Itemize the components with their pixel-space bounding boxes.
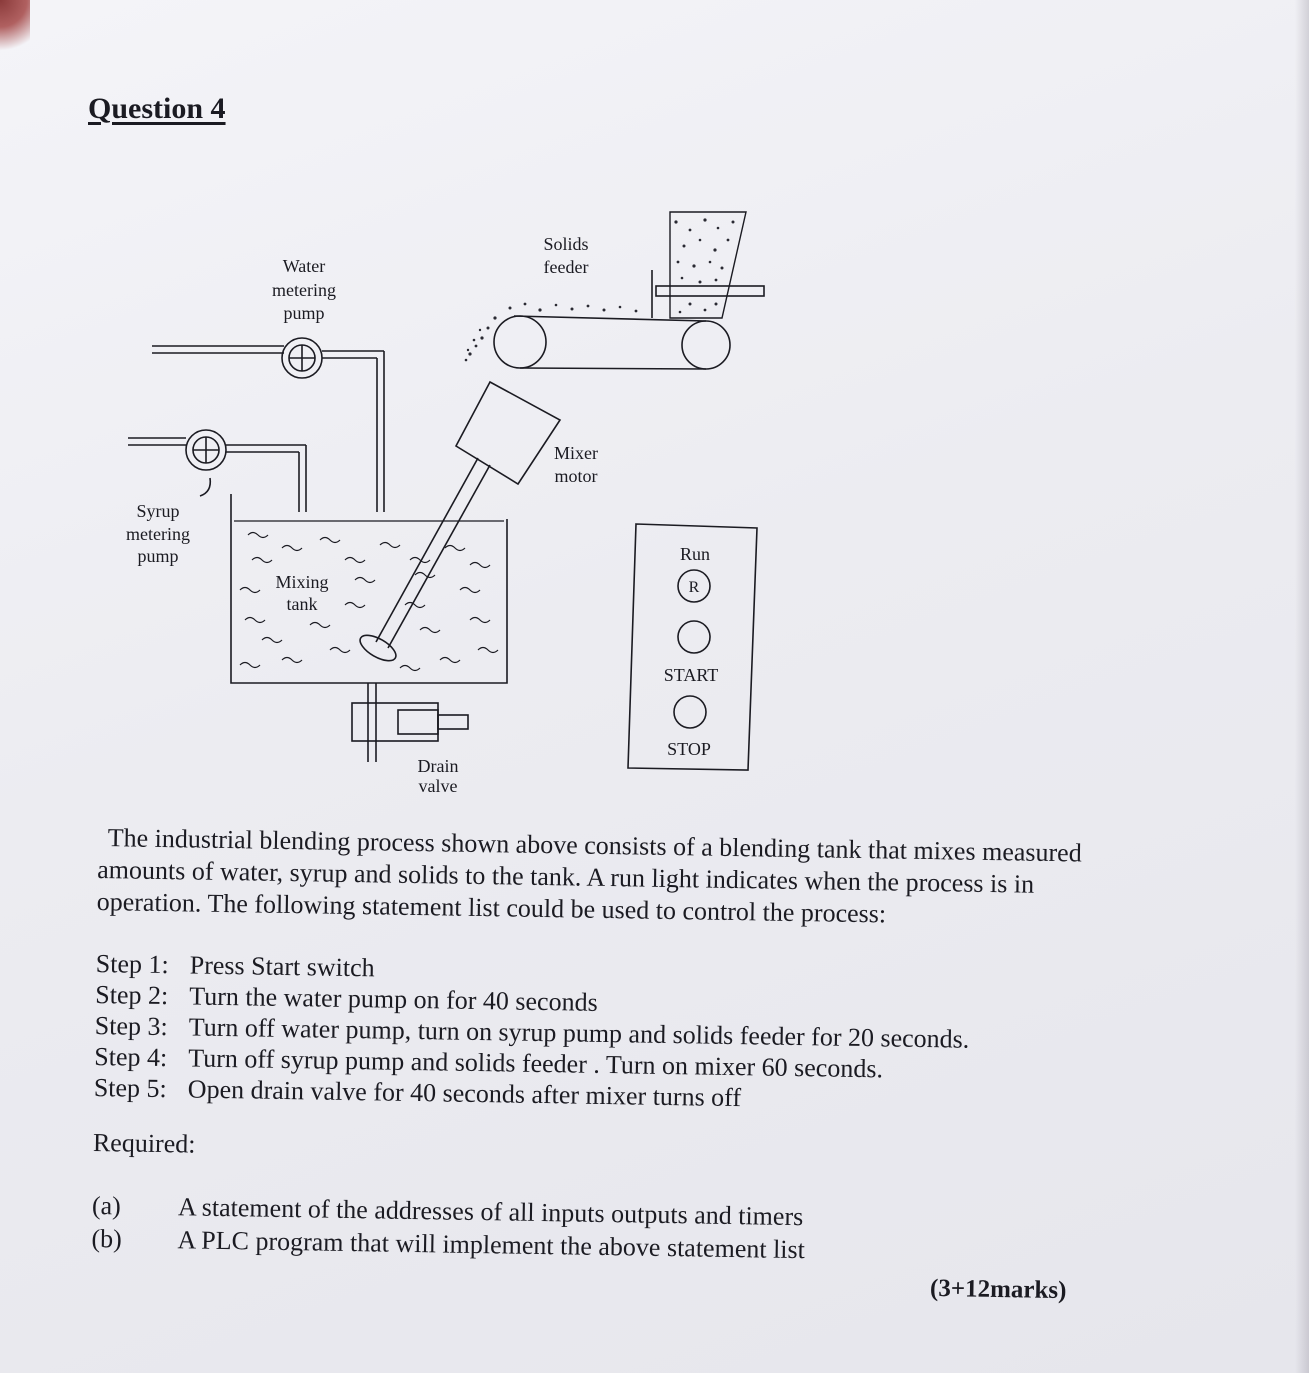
start-label: START (664, 665, 718, 685)
run-light-icon (677, 569, 711, 603)
control-panel (627, 523, 758, 771)
stop-label: STOP (667, 739, 711, 759)
solids-feeder-icon (493, 211, 765, 370)
mixer-motor-label-line2: motor (555, 466, 598, 486)
syrup-pump-label-line1: Syrup (136, 501, 179, 521)
water-pump-icon (281, 337, 323, 379)
mixing-tank-label-line1: Mixing (275, 572, 328, 592)
step-label: Step 1: (95, 948, 169, 980)
mixer-assembly (359, 380, 562, 662)
syrup-pump-label-line2: metering (126, 524, 190, 544)
stop-button-icon (673, 695, 707, 729)
question-title: Question 4 (88, 92, 226, 125)
syrup-pump-icon (185, 429, 227, 471)
step-label: Step 3: (94, 1010, 168, 1042)
syrup-pump-label-line3: pump (137, 546, 178, 566)
blending-process-diagram: Water metering pump Syrup metering pump … (126, 211, 765, 796)
mixing-tank-label-line2: tank (287, 594, 318, 614)
step-label: Step 5: (93, 1072, 168, 1104)
run-indicator-letter: R (689, 579, 700, 596)
drain-valve-label-line2: valve (419, 776, 458, 796)
liquid-pattern (239, 531, 499, 672)
mixing-tank (230, 494, 508, 684)
drain-valve-label-line1: Drain (418, 756, 459, 776)
statement-list: Step 1: Press Start switch Step 2: Turn … (94, 948, 1106, 1119)
solids-feeder-label-line2: feeder (544, 257, 589, 277)
step-label: Step 2: (95, 979, 169, 1011)
intro-paragraph: The industrial blending process shown ab… (96, 823, 1082, 929)
drain-valve-icon (351, 683, 469, 762)
question-body: The industrial blending process shown ab… (91, 822, 1108, 1271)
solid-particles (464, 218, 735, 362)
start-button-icon (677, 620, 711, 654)
water-pump-label-line3: pump (283, 303, 324, 323)
water-pipe (152, 345, 385, 512)
required-heading: Required: (92, 1127, 196, 1159)
run-label: Run (680, 544, 710, 564)
water-pump-label-line2: metering (272, 280, 336, 300)
mixer-motor-label-line1: Mixer (554, 443, 598, 463)
requirement-label: (b) (91, 1223, 123, 1254)
syrup-pipe (128, 437, 307, 512)
step-label: Step 4: (94, 1041, 168, 1073)
marks-allocation: (3+12marks) (929, 1274, 1067, 1305)
syrup-pointer-arrow (199, 477, 212, 497)
water-pump-label-line1: Water (283, 256, 326, 276)
background-fabric (0, 0, 30, 60)
paper-edge-shadow (1295, 0, 1309, 1373)
solids-feeder-label-line1: Solids (543, 234, 588, 254)
requirement-label: (a) (91, 1190, 122, 1221)
